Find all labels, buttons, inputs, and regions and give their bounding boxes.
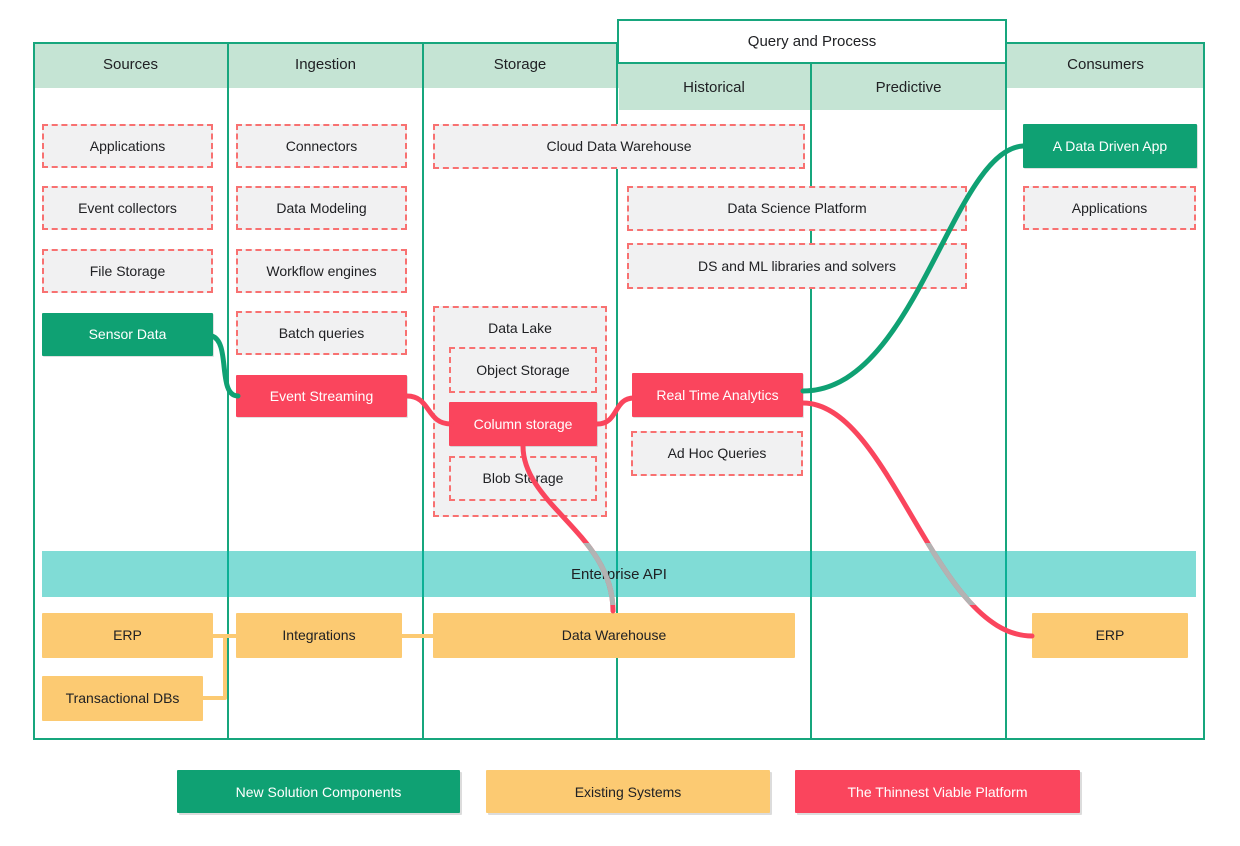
subheader-band [619, 64, 1005, 110]
column-divider [1005, 44, 1007, 738]
subheader-divider [810, 64, 812, 110]
header-consumers: Consumers [1067, 55, 1144, 73]
header-predictive: Predictive [875, 78, 942, 96]
box-sensor-data: Sensor Data [42, 313, 213, 356]
column-divider [227, 44, 229, 738]
box-erp-source: ERP [42, 613, 213, 658]
box-real-time-analytics: Real Time Analytics [632, 373, 803, 417]
enterprise-api-label: Enterprise API [571, 565, 667, 583]
column-divider [616, 44, 618, 738]
box-data-modeling: Data Modeling [236, 186, 407, 230]
header-query-and-process-label: Query and Process [747, 33, 877, 50]
box-cloud-data-warehouse: Cloud Data Warehouse [433, 124, 805, 169]
label-data-lake: Data Lake [488, 319, 552, 336]
box-batch-queries: Batch queries [236, 311, 407, 355]
box-integrations: Integrations [236, 613, 402, 658]
box-applications-consumer: Applications [1023, 186, 1196, 230]
legend-new-solution-components: New Solution Components [177, 770, 460, 813]
box-data-science-platform: Data Science Platform [627, 186, 967, 231]
box-erp-consumer: ERP [1032, 613, 1188, 658]
column-divider [810, 44, 812, 738]
header-ingestion: Ingestion [295, 55, 356, 73]
legend-existing-systems: Existing Systems [486, 770, 770, 813]
box-connectors: Connectors [236, 124, 407, 168]
box-event-streaming: Event Streaming [236, 375, 407, 417]
box-data-warehouse: Data Warehouse [433, 613, 795, 658]
box-transactional-dbs: Transactional DBs [42, 676, 203, 721]
box-object-storage: Object Storage [449, 347, 597, 393]
box-workflow-engines: Workflow engines [236, 249, 407, 293]
box-applications-source: Applications [42, 124, 213, 168]
box-event-collectors: Event collectors [42, 186, 213, 230]
legend-thinnest-viable-platform: The Thinnest Viable Platform [795, 770, 1080, 813]
column-divider [422, 44, 424, 738]
box-ds-ml-libraries: DS and ML libraries and solvers [627, 243, 967, 289]
header-sources: Sources [102, 55, 159, 73]
enterprise-api-bar: Enterprise API [42, 551, 1196, 597]
header-query-and-process: Query and Process [617, 19, 1007, 64]
box-blob-storage: Blob Storage [449, 456, 597, 501]
header-storage: Storage [493, 55, 547, 73]
header-historical: Historical [683, 78, 745, 96]
box-ad-hoc-queries: Ad Hoc Queries [631, 431, 803, 476]
box-data-driven-app: A Data Driven App [1023, 124, 1197, 168]
box-column-storage: Column storage [449, 402, 597, 446]
box-file-storage: File Storage [42, 249, 213, 293]
